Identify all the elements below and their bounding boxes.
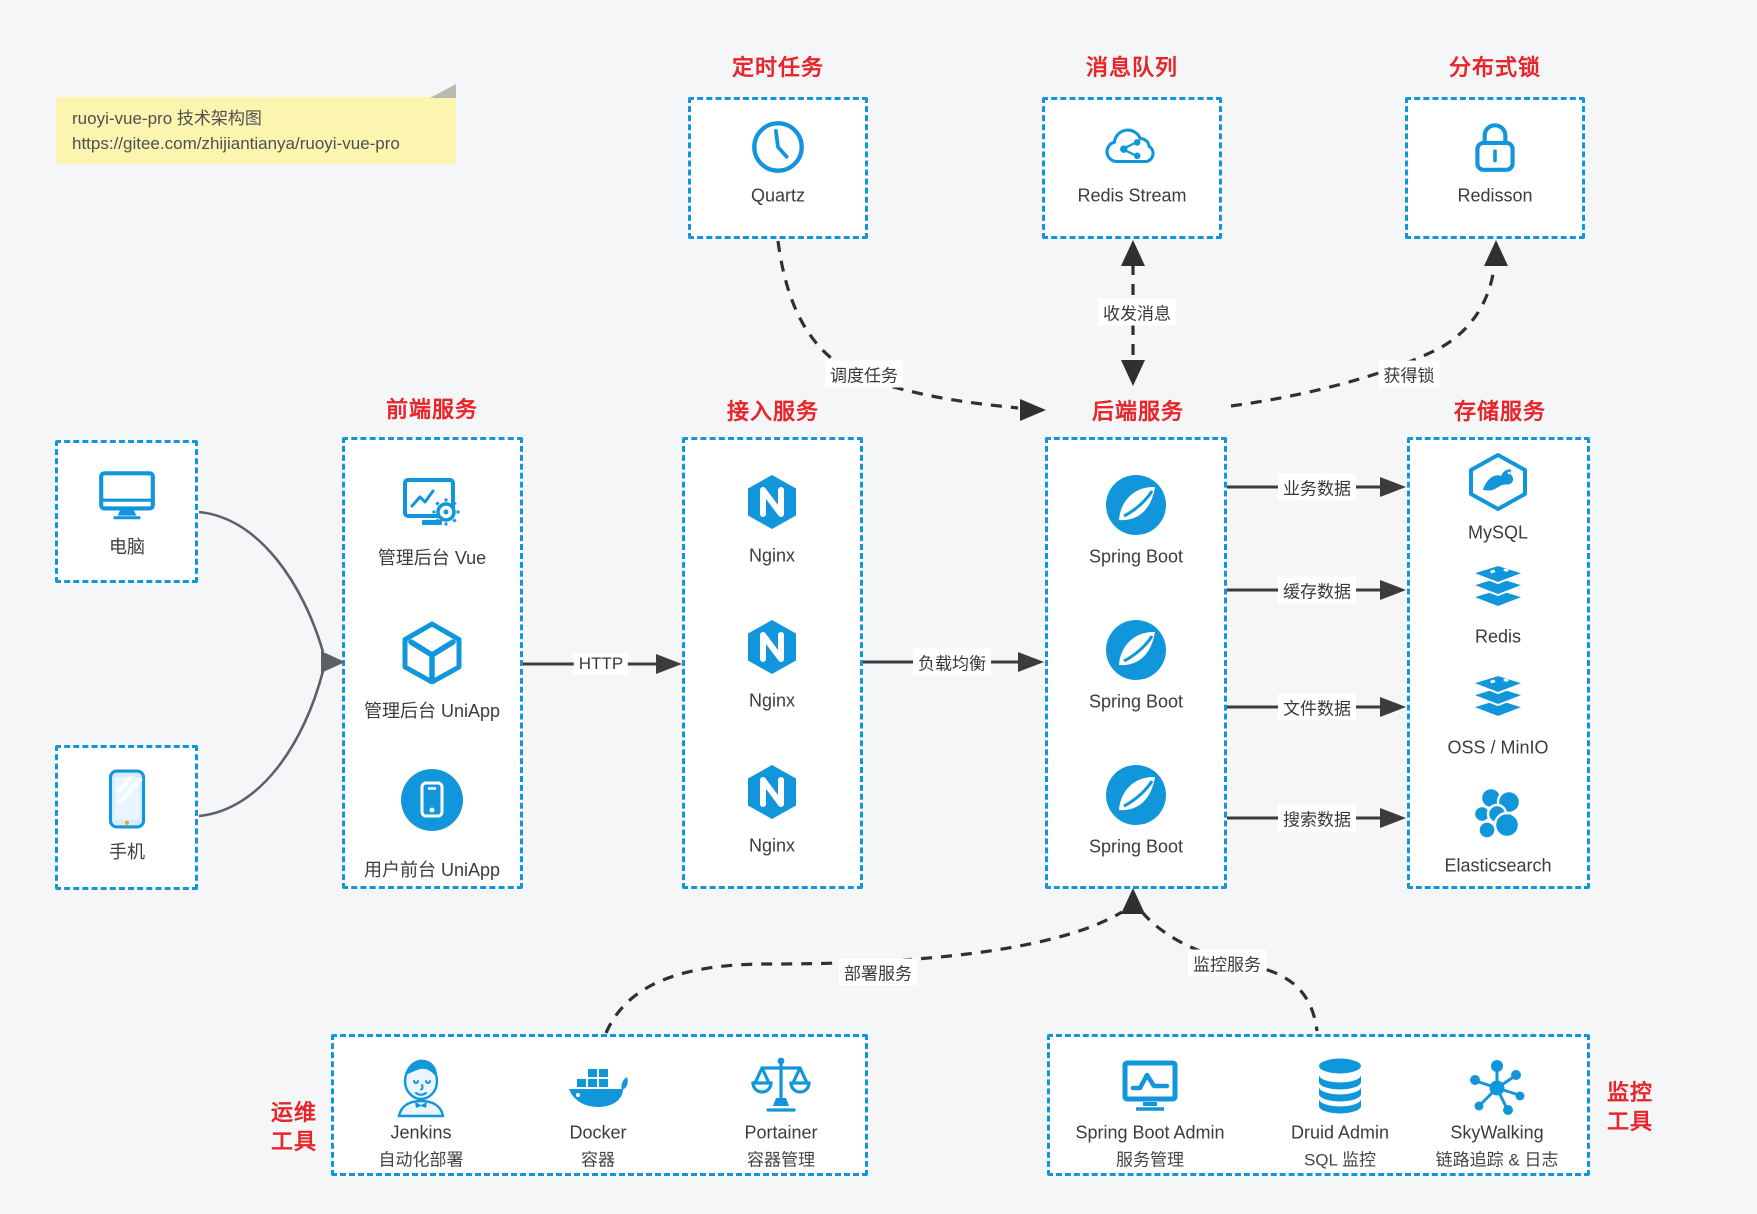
docker-label: Docker: [569, 1122, 627, 1143]
edge-label-file-data: 文件数据: [1278, 693, 1356, 721]
skywalking-icon: [1466, 1055, 1528, 1117]
druid-icon: [1313, 1057, 1367, 1115]
title-message-queue: 消息队列: [1085, 55, 1179, 80]
storage-stack-icon: [1468, 673, 1528, 724]
pc-to-frontend-curve: [198, 510, 325, 653]
spring-boot-admin-desc: 服务管理: [1116, 1150, 1184, 1170]
edge-label-lock: 获得锁: [1378, 360, 1440, 388]
nginx-icon: [743, 618, 801, 676]
nginx-label: Nginx: [748, 545, 796, 566]
edge-label-deploy: 部署服务: [839, 958, 917, 986]
nginx-label: Nginx: [748, 690, 796, 711]
schedule-dashed-curve: [776, 240, 1019, 410]
cloud-share-icon: [1101, 122, 1163, 170]
docker-desc: 容器: [581, 1150, 615, 1170]
skywalking-desc: 链路追踪 & 日志: [1435, 1150, 1559, 1170]
nginx-label: Nginx: [748, 835, 796, 856]
edge-label-business-data: 业务数据: [1278, 473, 1356, 501]
edge-label-load-balance: 负载均衡: [913, 648, 991, 676]
spring-icon: [1105, 619, 1167, 681]
monitor-tools-box: [1047, 1034, 1590, 1176]
portainer-label: Portainer: [744, 1122, 818, 1143]
user-uniapp-label: 用户前台 UniApp: [363, 860, 501, 880]
docker-icon: [565, 1062, 631, 1112]
quartz-label: Quartz: [750, 185, 806, 206]
redisson-label: Redisson: [1457, 185, 1533, 206]
elasticsearch-icon: [1469, 785, 1527, 843]
edge-label-search-data: 搜索数据: [1278, 804, 1356, 832]
title-distributed-lock: 分布式锁: [1448, 55, 1542, 80]
edge-label-schedule: 调度任务: [825, 360, 903, 388]
admin-uniapp-label: 管理后台 UniApp: [363, 701, 501, 721]
elasticsearch-label: Elasticsearch: [1444, 855, 1552, 876]
note-fold-corner: [430, 84, 456, 98]
spring-boot-label: Spring Boot: [1088, 836, 1184, 857]
note-url: https://gitee.com/zhijiantianya/ruoyi-vu…: [72, 134, 400, 153]
spring-icon: [1105, 474, 1167, 536]
title-scheduled-jobs: 定时任务: [731, 55, 825, 80]
note-title: ruoyi-vue-pro 技术架构图: [72, 109, 262, 128]
deploy-dashed-curve: [604, 910, 1123, 1034]
spring-boot-label: Spring Boot: [1088, 691, 1184, 712]
edge-label-http: HTTP: [573, 653, 629, 675]
mysql-icon: [1467, 452, 1529, 512]
admin-vue-icon: [400, 476, 464, 534]
sticky-note: ruoyi-vue-pro 技术架构图 https://gitee.com/zh…: [56, 84, 456, 164]
cube-icon: [400, 620, 464, 685]
redis-stream-box: [1042, 97, 1222, 239]
title-backend-services: 后端服务: [1091, 399, 1185, 424]
edge-label-cache-data: 缓存数据: [1278, 576, 1356, 604]
jenkins-label: Jenkins: [390, 1122, 452, 1143]
redis-stack-icon: [1468, 563, 1528, 614]
title-monitor-tools: 监控 工具: [1606, 1080, 1654, 1134]
redis-label: Redis: [1474, 626, 1522, 647]
spring-boot-admin-icon: [1119, 1058, 1181, 1114]
mobile-icon: [105, 768, 149, 830]
lock-dashed-curve: [1230, 267, 1496, 408]
lock-icon: [1468, 116, 1522, 176]
edge-label-message: 收发消息: [1098, 298, 1176, 326]
spring-icon: [1105, 764, 1167, 826]
skywalking-label: SkyWalking: [1450, 1122, 1544, 1143]
title-gateway-services: 接入服务: [726, 399, 820, 424]
admin-vue-label: 管理后台 Vue: [377, 548, 487, 568]
desktop-icon: [95, 466, 159, 522]
title-storage-services: 存储服务: [1453, 399, 1547, 424]
druid-label: Druid Admin: [1290, 1122, 1390, 1143]
spring-boot-label: Spring Boot: [1088, 546, 1184, 567]
jenkins-icon: [393, 1054, 449, 1118]
nginx-icon: [743, 763, 801, 821]
mysql-label: MySQL: [1467, 522, 1529, 543]
nginx-icon: [743, 473, 801, 531]
clock-icon: [750, 119, 806, 175]
edge-label-monitor: 监控服务: [1188, 949, 1266, 977]
mobile-app-icon: [400, 768, 464, 832]
mobile-label: 手机: [109, 842, 145, 862]
portainer-icon: [750, 1054, 812, 1116]
title-ops-tools: 运维 工具: [270, 1100, 318, 1154]
oss-minio-label: OSS / MinIO: [1447, 737, 1549, 758]
mobile-to-frontend-curve: [198, 670, 325, 818]
druid-desc: SQL 监控: [1303, 1150, 1377, 1170]
pc-label: 电脑: [109, 537, 145, 557]
redis-stream-label: Redis Stream: [1077, 185, 1187, 206]
spring-boot-admin-label: Spring Boot Admin: [1075, 1122, 1225, 1143]
jenkins-desc: 自动化部署: [378, 1150, 464, 1170]
portainer-desc: 容器管理: [747, 1150, 815, 1170]
title-frontend-services: 前端服务: [385, 397, 479, 422]
